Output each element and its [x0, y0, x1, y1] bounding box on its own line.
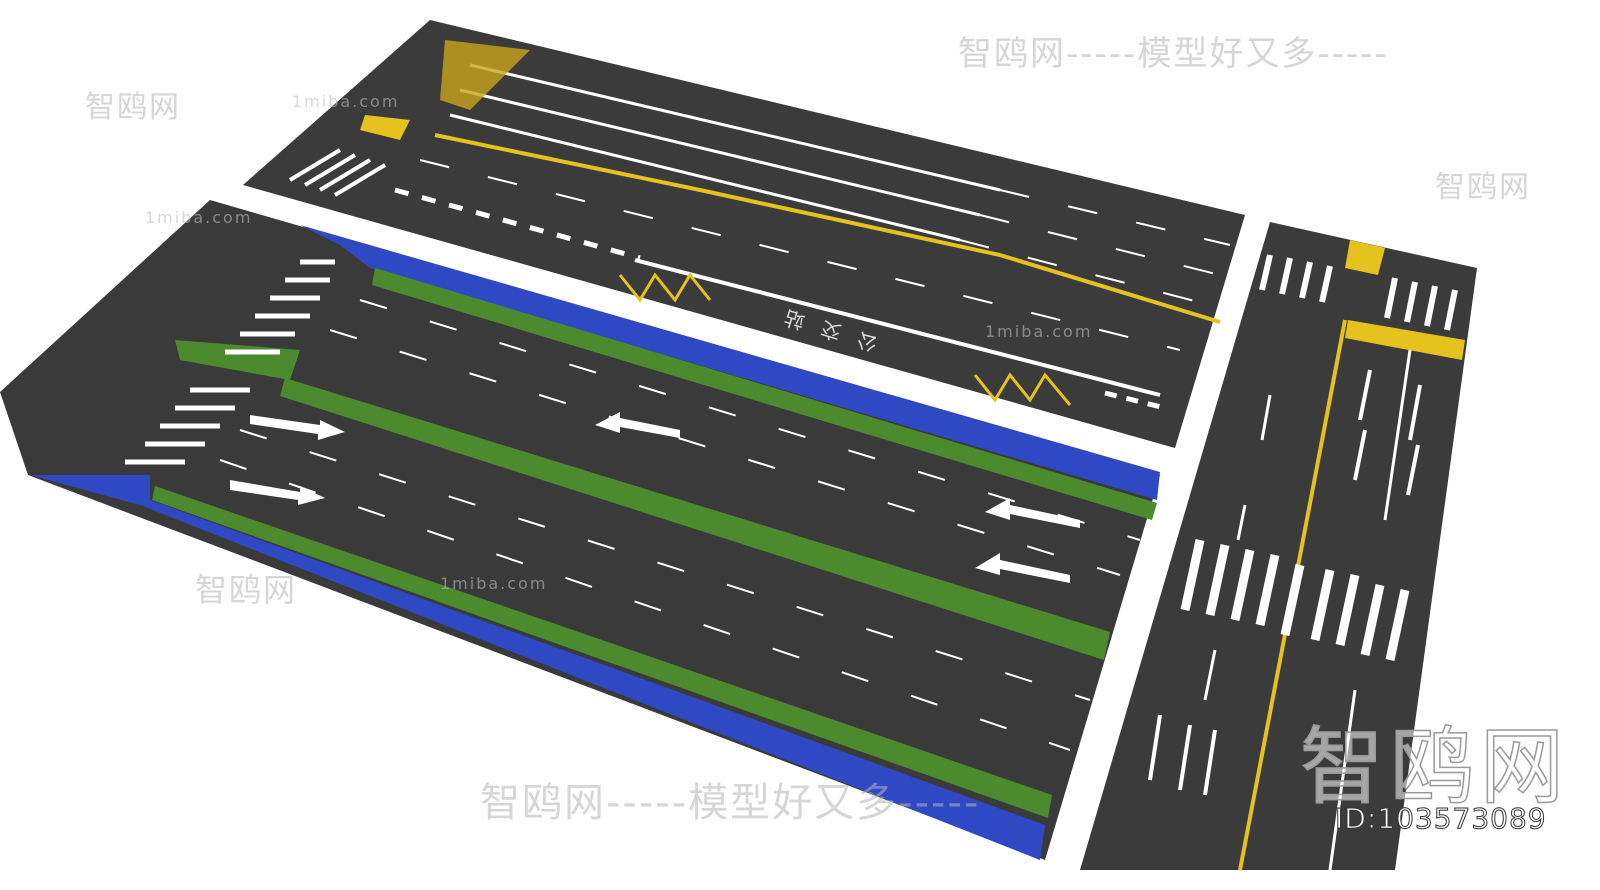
- watermark-site: 1miba.com: [292, 92, 400, 111]
- watermark-brand: 智鸥网: [195, 571, 298, 609]
- watermark-id: ID:103573089: [1335, 802, 1547, 836]
- watermark-logo: 智鸥网: [1299, 717, 1571, 817]
- watermark-site: 1miba.com: [985, 322, 1093, 341]
- right-road-slab: [1080, 222, 1477, 871]
- watermark-site: 1miba.com: [440, 574, 548, 593]
- top-road-slab: [243, 20, 1245, 448]
- lane-arrows: [230, 412, 1080, 583]
- crosswalk: [1180, 539, 1410, 661]
- watermark-brand: 智鸥网: [1435, 170, 1531, 205]
- watermark-site: 1miba.com: [145, 208, 253, 227]
- main-road-slab: [0, 200, 1160, 860]
- watermark-brand: 智鸥网: [85, 90, 181, 125]
- watermark-brand-line: 智鸥网-----模型好又多-----: [958, 34, 1389, 74]
- crosswalk: [125, 259, 335, 465]
- watermark-brand-line: 智鸥网-----模型好又多-----: [480, 780, 981, 826]
